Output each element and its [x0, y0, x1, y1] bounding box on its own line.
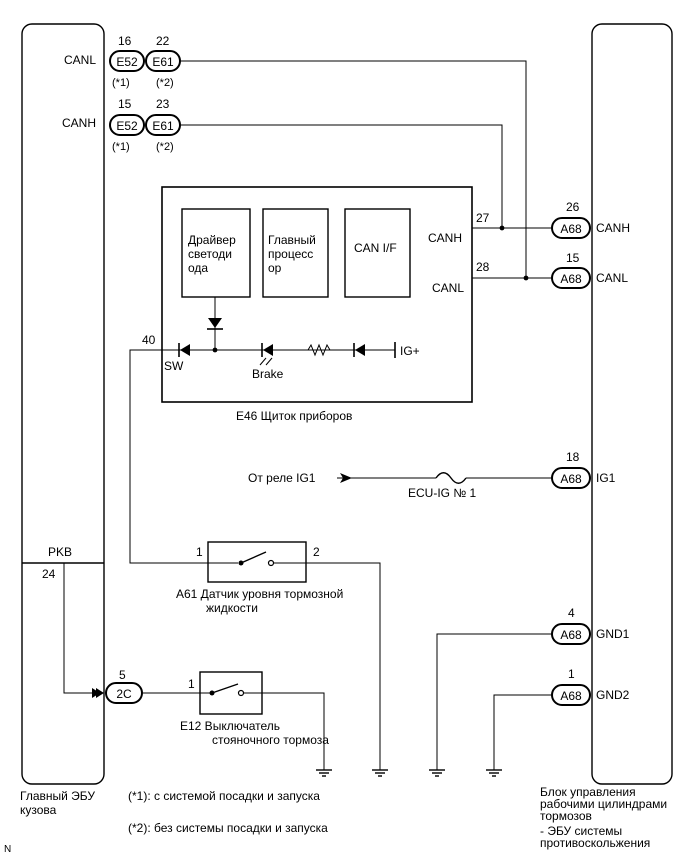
brake-pin-ig1-num: 18	[566, 450, 580, 464]
meter-canl-label: CANL	[432, 281, 464, 295]
brake-ecu-caption-5: противоскольжения	[540, 836, 650, 850]
sensor-caption-2: жидкости	[206, 601, 258, 615]
brake-pin-gnd2-num: 1	[568, 667, 575, 681]
ground-icon-4	[486, 769, 502, 777]
conn-canh-e61: E61	[152, 119, 174, 133]
fuse-icon	[435, 472, 467, 484]
ground-icon-2	[372, 769, 388, 777]
brake-pin-canl-name: CANL	[596, 271, 628, 285]
brake-ecu-caption-1: Блок управления	[540, 785, 636, 799]
pkb-switch-caption-1: E12 Выключатель	[180, 719, 280, 733]
footnote-1: (*1): с системой посадки и запуска	[128, 789, 320, 803]
meter-driver-line2: светоди	[188, 247, 232, 261]
conn-canh-e52: E52	[116, 119, 138, 133]
meter-brake-label: Brake	[252, 367, 284, 381]
brake-ecu-connectors: 26 A68 CANH 15 A68 CANL 18 A68 IG1 4 A68…	[551, 200, 630, 706]
body-ecu-canh-label: CANH	[62, 116, 96, 130]
body-ecu-caption-2: кузова	[20, 803, 57, 817]
brake-pin-canh-name: CANH	[596, 221, 630, 235]
sensor-caption-1: A61 Датчик уровня тормозной	[176, 587, 343, 601]
body-ecu-pkb-pin: 24	[42, 567, 56, 581]
meter-cpu-line2: процесс	[268, 247, 313, 261]
meter-canh-pin: 27	[476, 211, 490, 225]
conn-canl-e52: E52	[116, 55, 138, 69]
corner-mark: N	[4, 844, 11, 855]
brake-ecu: Блок управления рабочими цилиндрами торм…	[540, 23, 673, 850]
body-ecu-caption-1: Главный ЭБУ	[20, 789, 95, 803]
body-ecu-canl-label: CANL	[64, 53, 96, 67]
brake-pin-ig1-name: IG1	[596, 471, 616, 485]
meter-canif-label: CAN I/F	[354, 241, 397, 255]
body-ecu-pkb-label: PKB	[48, 545, 72, 559]
brake-pin-canh-conn: A68	[560, 222, 582, 236]
connector-canl-top: 16 22 E52 E61 (*1) (*2)	[109, 34, 181, 89]
body-ecu: CANL CANH PKB 24 Главный ЭБУ кузова	[20, 23, 105, 817]
meter-driver-line1: Драйвер	[188, 233, 236, 247]
arrow-right-icon	[340, 473, 352, 483]
switch-icon	[211, 683, 239, 694]
conn-canl-e61: E61	[152, 55, 174, 69]
sensor-pin1: 1	[196, 545, 203, 559]
meter-sw-label: SW	[164, 359, 184, 373]
combination-meter: Драйвер светоди ода Главный процесс ор C…	[142, 186, 490, 423]
brake-pin-gnd2-name: GND2	[596, 688, 630, 702]
footnote-2: (*2): без системы посадки и запуска	[128, 821, 328, 835]
meter-canh-label: CANH	[428, 231, 462, 245]
meter-cpu-line3: ор	[268, 261, 282, 275]
brake-pin-ig1-conn: A68	[560, 472, 582, 486]
brake-ecu-caption-2: рабочими цилиндрами	[540, 797, 667, 811]
brake-pin-canl-num: 15	[566, 251, 580, 265]
switch-icon	[240, 551, 267, 564]
pkb-switch-caption-2: стояночного тормоза	[212, 733, 329, 747]
brake-pin-canh-num: 26	[566, 200, 580, 214]
brake-ecu-caption-3: тормозов	[540, 809, 592, 823]
conn-canh-note-1: (*1)	[112, 141, 130, 153]
parking-brake-circuit: 5 2C 1 E12 Выключатель стояночного тормо…	[63, 563, 329, 770]
meter-sw-pin: 40	[142, 333, 156, 347]
brake-pin-gnd1-num: 4	[568, 606, 575, 620]
conn-canl-e52-pin: 16	[118, 34, 132, 48]
brake-pin-gnd1-conn: A68	[560, 628, 582, 642]
meter-canl-pin: 28	[476, 260, 490, 274]
ground-wires	[436, 633, 552, 770]
relay-from-label: От реле IG1	[248, 471, 316, 485]
brake-ecu-caption-4: - ЭБУ системы	[540, 824, 622, 838]
connector-canh-top: 15 23 E52 E61 (*1) (*2)	[109, 97, 181, 153]
brake-lamp-led-icon	[263, 344, 273, 356]
meter-cpu-line1: Главный	[268, 233, 316, 247]
sensor-pin2: 2	[313, 545, 320, 559]
meter-igplus-label: IG+	[400, 344, 420, 358]
conn-canl-note-1: (*1)	[112, 77, 130, 89]
fuse-label: ECU-IG № 1	[408, 486, 477, 500]
brake-pin-gnd2-conn: A68	[560, 689, 582, 703]
pkb-conn: 2C	[116, 687, 132, 701]
conn-canh-e52-pin: 15	[118, 97, 132, 111]
brake-pin-canl-conn: A68	[560, 272, 582, 286]
ig1-supply: От реле IG1 ECU-IG № 1	[248, 471, 552, 500]
pkb-switch-pin1: 1	[188, 677, 195, 691]
ground-icon-3	[429, 769, 445, 777]
connector-arrow-icon	[96, 688, 104, 698]
brake-pin-gnd1-name: GND1	[596, 627, 630, 641]
conn-canh-note-2: (*2)	[156, 141, 174, 153]
pkb-conn-pin: 5	[119, 668, 126, 682]
resistor-icon	[307, 343, 331, 357]
fluid-level-sensor: 1 2 A61 Датчик уровня тормозной жидкости	[129, 349, 381, 770]
conn-canh-e61-pin: 23	[156, 97, 170, 111]
ground-icon-1	[316, 769, 332, 777]
conn-canl-e61-pin: 22	[156, 34, 170, 48]
meter-driver-line3: ода	[188, 261, 208, 275]
meter-caption: E46 Щиток приборов	[236, 409, 352, 423]
conn-canl-note-2: (*2)	[156, 77, 174, 89]
